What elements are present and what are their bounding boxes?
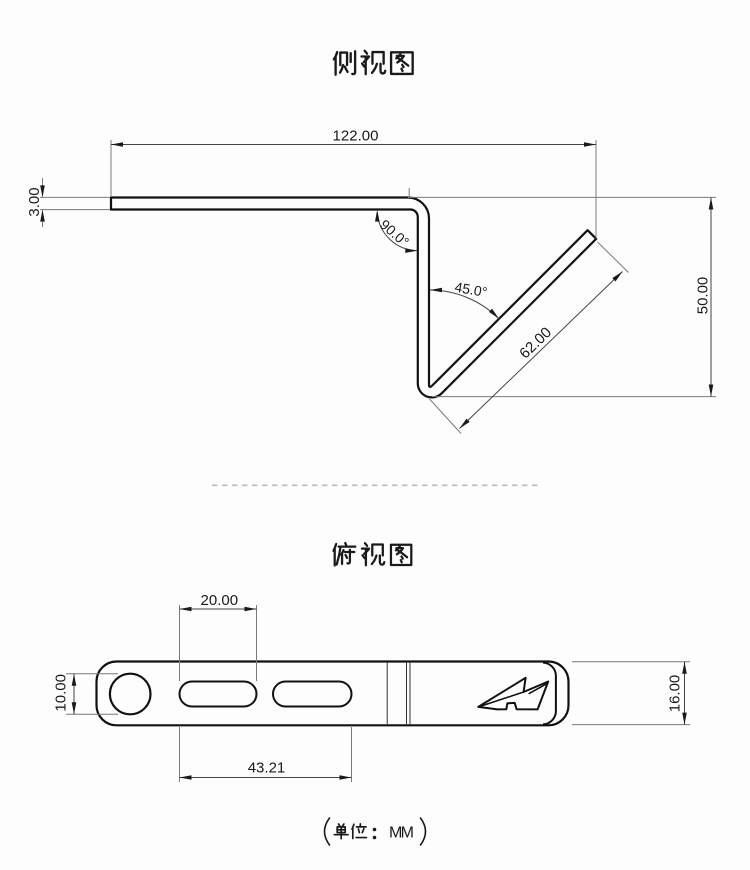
svg-text:16.00: 16.00 bbox=[666, 675, 683, 713]
svg-text:MM: MM bbox=[389, 825, 414, 842]
svg-text:20.00: 20.00 bbox=[201, 592, 239, 609]
svg-text:43.21: 43.21 bbox=[248, 760, 286, 777]
svg-text:3.00: 3.00 bbox=[26, 187, 43, 216]
svg-text:50.00: 50.00 bbox=[694, 277, 711, 315]
svg-text:10.00: 10.00 bbox=[53, 674, 70, 712]
svg-text:122.00: 122.00 bbox=[333, 128, 379, 145]
svg-text:45.0°: 45.0° bbox=[453, 279, 488, 300]
